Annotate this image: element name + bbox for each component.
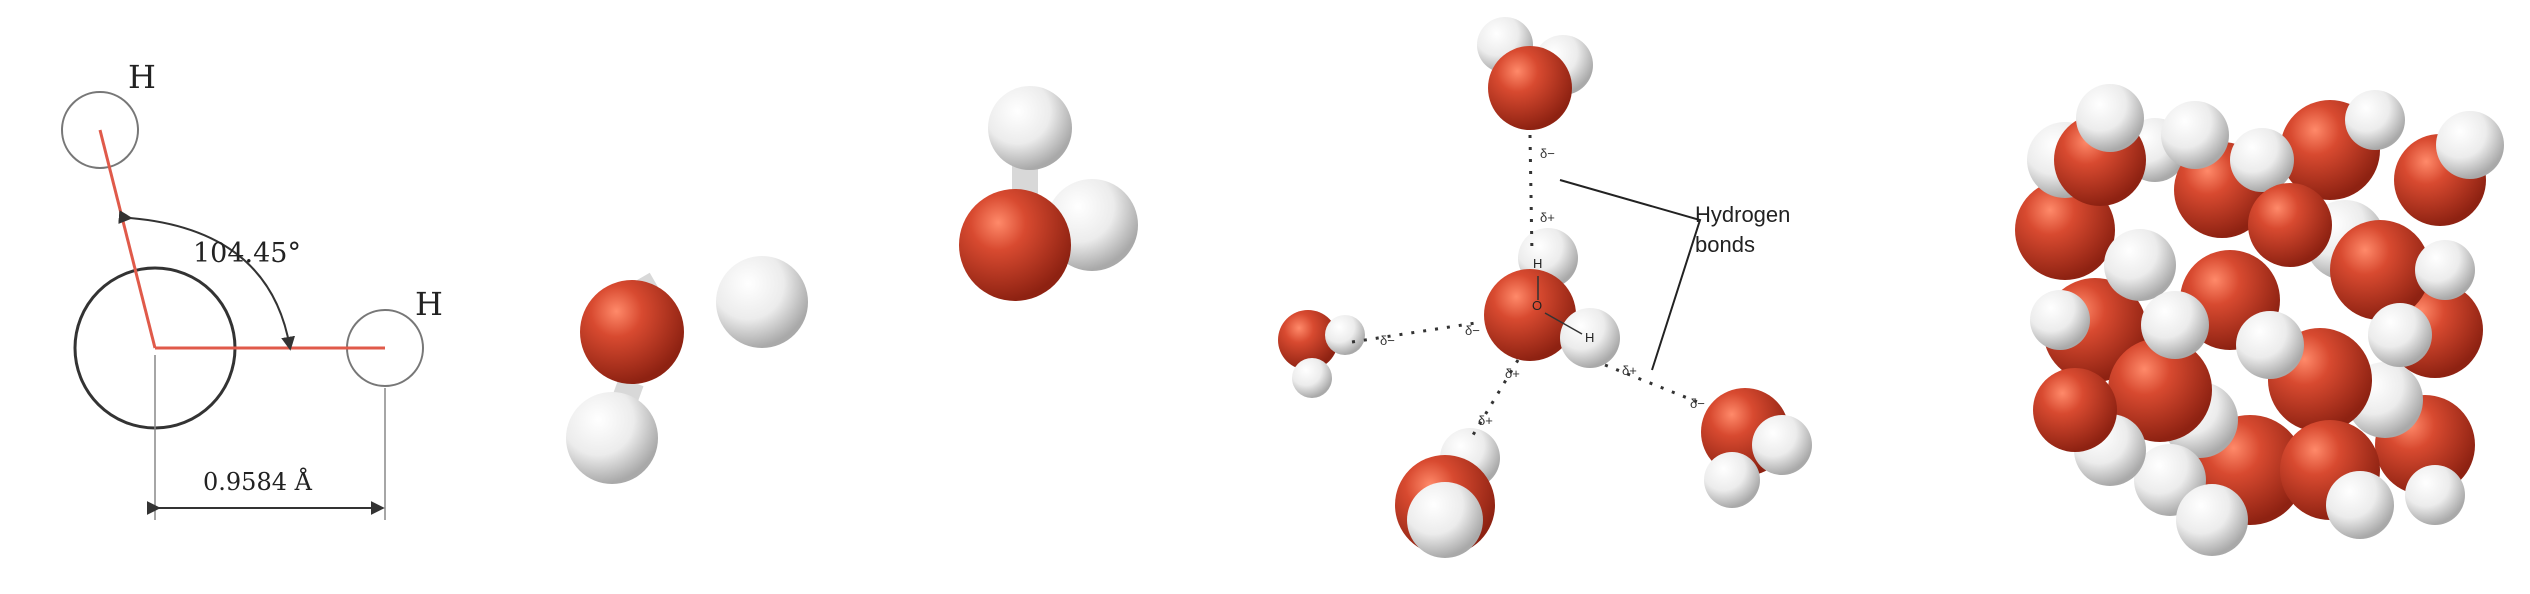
bond-angle-arc (118, 210, 296, 351)
hydrogen-atom (2405, 465, 2465, 525)
hydrogen-bonds-label-line2: bonds (1695, 232, 1755, 257)
hydrogen-atom (1560, 308, 1620, 368)
hydrogen-atom (1407, 482, 1483, 558)
hydrogen-atom (2104, 229, 2176, 301)
water-molecule (1278, 310, 1365, 398)
hydrogen-atom (566, 392, 658, 484)
oxygen-atom (1278, 310, 1338, 370)
hydrogen-right-label: H (415, 285, 443, 323)
hydrogen-atom (2030, 290, 2090, 350)
ball-and-stick-model-2 (959, 86, 1138, 301)
hydrogen-atom (1752, 415, 1812, 475)
oxygen-atom (580, 280, 684, 384)
hydrogen-atom (2326, 471, 2394, 539)
oxygen-atom (1488, 46, 1572, 130)
hydrogen-atom (2161, 101, 2229, 169)
hydrogen-bonds-label-line1: Hydrogen (1695, 202, 1790, 227)
bond-length-label: 0.9584 Å (203, 467, 313, 496)
hydrogen-bond-dotted (1351, 320, 1483, 344)
hydrogen-atom (1292, 358, 1332, 398)
delta-minus-label: δ− (1465, 323, 1480, 338)
oxygen-atom (2330, 220, 2430, 320)
water-molecule (1395, 428, 1500, 558)
hydrogen-atom (2436, 111, 2504, 179)
oxygen-atom (1484, 269, 1576, 361)
hydrogen-atom (1325, 315, 1365, 355)
ball-and-stick-model-1 (566, 256, 808, 484)
hydrogen-atom (2415, 240, 2475, 300)
hydrogen-atom (2141, 291, 2209, 359)
water-molecule (1477, 17, 1593, 130)
hydrogen-atom (1704, 452, 1760, 508)
water-molecule-central: H O H (1484, 228, 1620, 368)
delta-plus-label: δ+ (1540, 210, 1555, 225)
hydrogen-atom (2230, 128, 2294, 192)
delta-minus-label: δ− (1380, 333, 1395, 348)
bond-angle-label: 104.45° (193, 238, 301, 269)
central-h-top-label: H (1533, 256, 1542, 271)
water-cluster (2015, 84, 2504, 556)
delta-minus-label: δ− (1540, 146, 1555, 161)
bond-left (98, 129, 157, 349)
hydrogen-atom (2176, 484, 2248, 556)
delta-minus-label: δ− (1690, 396, 1705, 411)
oxygen-atom (2108, 338, 2212, 442)
oxygen-atom (2015, 180, 2115, 280)
hydrogen-bond-dotted (1528, 134, 1534, 256)
central-o-label: O (1532, 298, 1542, 313)
oxygen-atom (2033, 368, 2117, 452)
covalent-bond-line (1544, 312, 1583, 335)
hydrogen-atom (2076, 84, 2144, 152)
hydrogen-left-circle (61, 91, 139, 169)
hydrogen-atom (2368, 303, 2432, 367)
hydrogen-atom (988, 86, 1072, 170)
water-molecule (1701, 388, 1812, 508)
delta-plus-label: δ+ (1478, 413, 1493, 428)
hydrogen-bond-panel: H O H Hydrogen bonds δ− δ+ δ− (1278, 17, 1812, 558)
oxygen-atom (2248, 183, 2332, 267)
hydrogen-atom (2236, 311, 2304, 379)
oxygen-atom (959, 189, 1071, 301)
central-h-right-label: H (1585, 330, 1594, 345)
hydrogen-atom (2345, 90, 2405, 150)
delta-plus-label: δ+ (1505, 366, 1520, 381)
hydrogen-atom (716, 256, 808, 348)
geometry-panel: H H 104.45° 0.9584 Å (61, 58, 443, 520)
label-pointer (1559, 179, 1702, 371)
delta-plus-label: δ+ (1622, 363, 1637, 378)
hydrogen-left-label: H (128, 58, 156, 96)
